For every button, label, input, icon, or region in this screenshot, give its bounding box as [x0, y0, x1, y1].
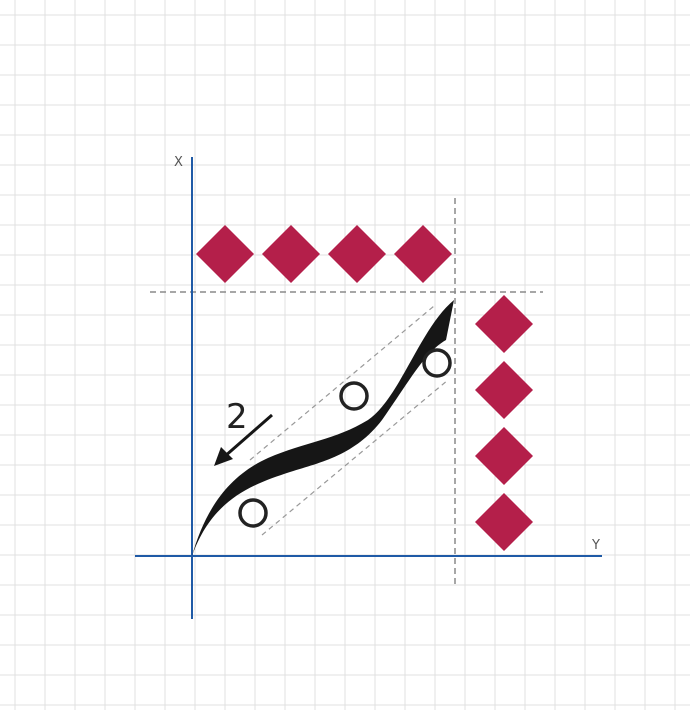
- guide-upper-diagonal: [249, 305, 435, 461]
- circle-marker: [339, 381, 369, 411]
- diamond-marker: [394, 225, 452, 283]
- annotation-label: 2: [226, 397, 248, 437]
- diamond-group: [196, 225, 533, 551]
- x-axis-label: X: [174, 155, 183, 170]
- circle-marker: [238, 498, 268, 528]
- diamond-marker: [262, 225, 320, 283]
- diamond-marker: [328, 225, 386, 283]
- y-axis-label: Y: [591, 538, 600, 553]
- diamond-marker: [196, 225, 254, 283]
- circle-marker: [422, 348, 452, 378]
- diamond-marker: [475, 493, 533, 551]
- guide-lower-diagonal: [261, 379, 449, 536]
- diamond-marker: [475, 295, 533, 353]
- diamond-marker: [475, 361, 533, 419]
- arrow-line: [223, 413, 273, 459]
- diamond-marker: [475, 427, 533, 485]
- arrow-head-icon: [214, 447, 233, 466]
